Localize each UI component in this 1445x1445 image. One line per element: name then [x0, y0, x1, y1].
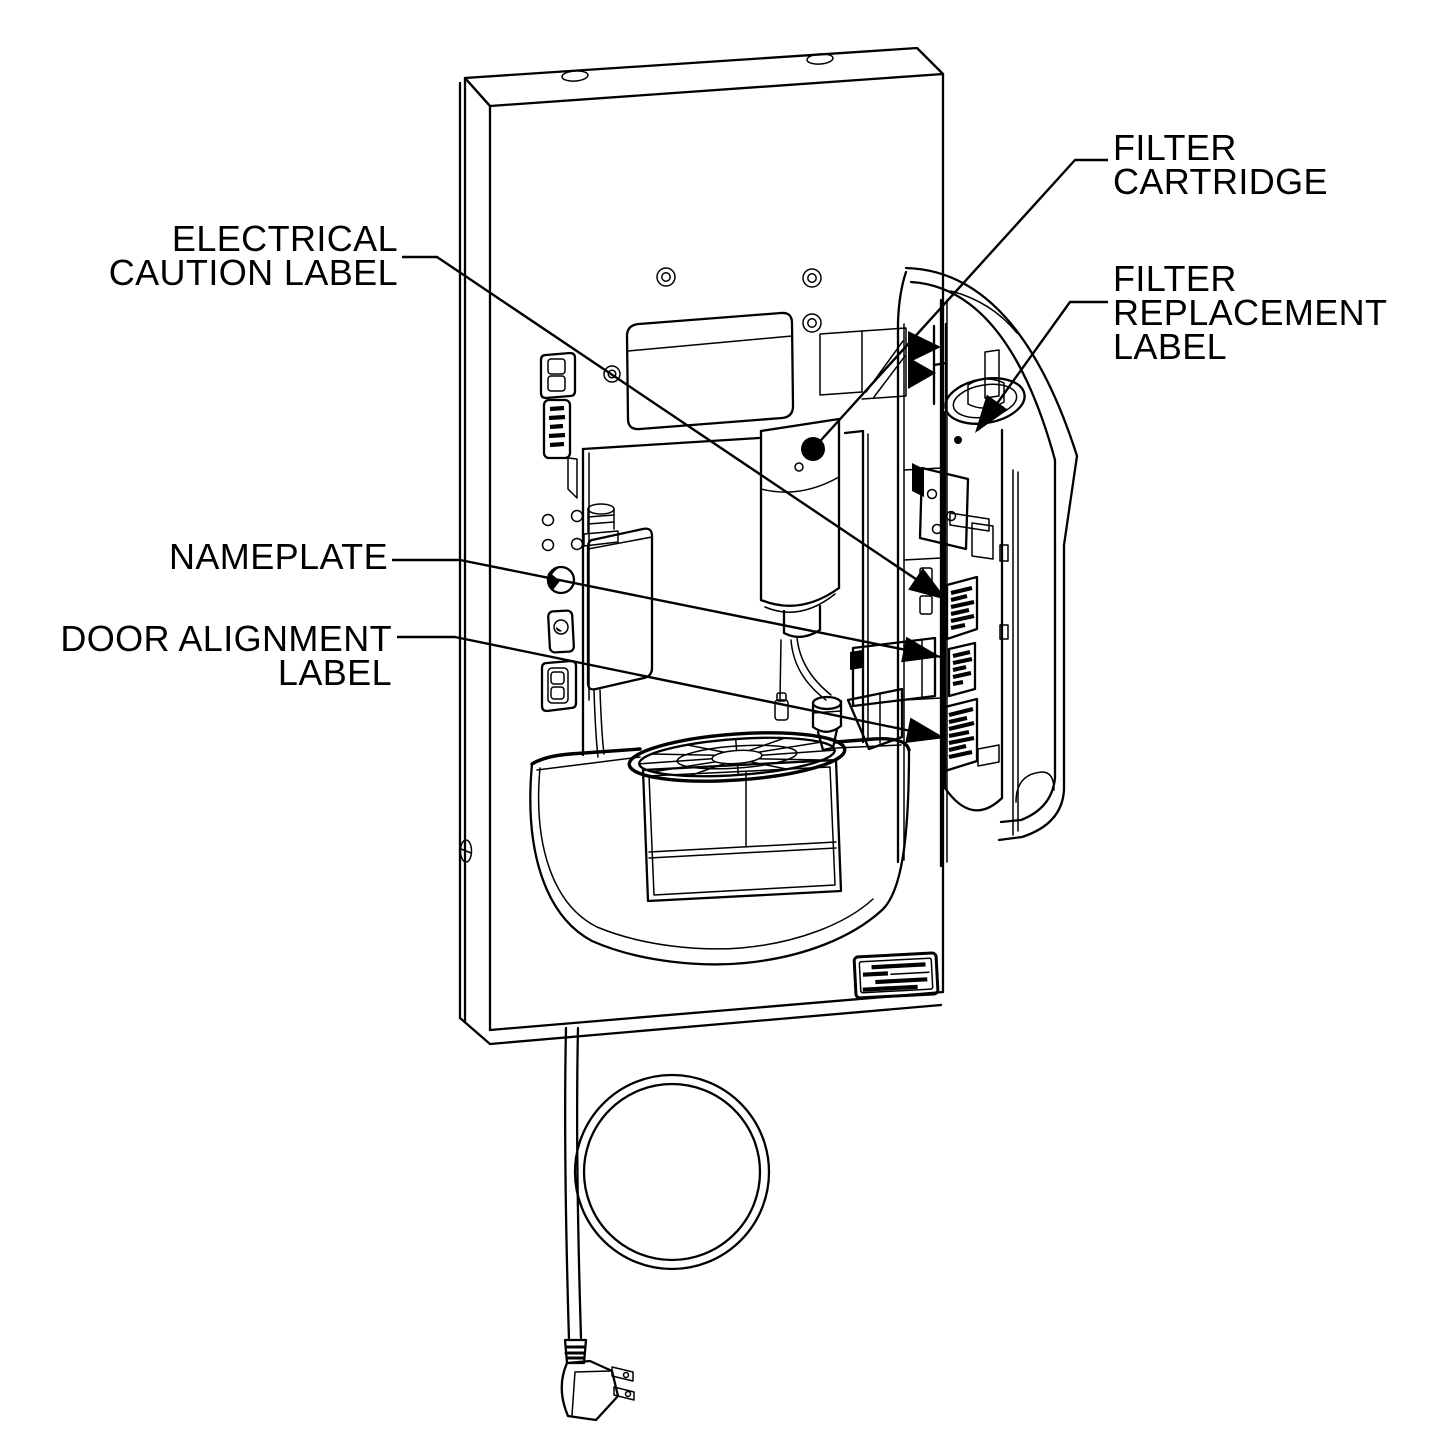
callout-line: CAUTION LABEL	[108, 252, 398, 293]
junction-box	[583, 503, 654, 758]
leader-nameplate	[392, 558, 942, 663]
tank-vent-dot	[794, 462, 804, 472]
hinge-middle	[846, 636, 937, 751]
control-column	[539, 351, 584, 713]
bolt	[656, 267, 676, 287]
callout-line: REPLACEMENT	[1113, 292, 1388, 333]
filter-cartridge	[759, 417, 841, 638]
power-plug	[560, 1359, 635, 1422]
callout-door-alignment-label: DOOR ALIGNMENT LABEL	[42, 618, 392, 693]
panel-bolts	[603, 267, 822, 383]
callout-line: FILTER	[1113, 127, 1237, 168]
door-shell	[904, 266, 1079, 842]
power-cord	[560, 1026, 771, 1422]
leader-lines	[392, 158, 1108, 743]
leader-filter-cartridge	[801, 158, 1108, 461]
callout-line: LABEL	[277, 652, 392, 693]
electrical-cover	[625, 311, 795, 431]
lower-switch	[540, 659, 578, 713]
callout-line: ELECTRICAL	[171, 218, 398, 259]
bolt	[802, 268, 822, 288]
hinge-top	[819, 322, 948, 408]
plug-prong	[611, 1366, 634, 1382]
callout-line: NAMEPLATE	[169, 536, 388, 577]
callout-line: LABEL	[1113, 326, 1228, 367]
electrical-caution-label	[945, 575, 979, 641]
leader-electrical-caution-label	[402, 255, 948, 601]
back-panel	[458, 46, 945, 1046]
side-hole	[459, 839, 473, 863]
callout-line: CARTRIDGE	[1113, 161, 1328, 202]
callout-filter-replacement-label: FILTER REPLACEMENT LABEL	[1113, 258, 1388, 367]
drain-grate	[627, 731, 847, 783]
leader-door-alignment-label	[397, 635, 946, 743]
bolt	[802, 313, 822, 333]
callout-line: DOOR ALIGNMENT	[60, 618, 392, 659]
upper-switch	[539, 351, 577, 400]
indicator	[547, 609, 575, 654]
hanging-plug	[774, 699, 789, 721]
mounting-hole	[806, 53, 834, 65]
conduit-fitting	[587, 503, 615, 515]
mounting-hole	[561, 70, 589, 82]
drip-basin	[529, 731, 911, 966]
unit-info-label	[852, 951, 940, 1000]
callout-nameplate: NAMEPLATE	[88, 536, 388, 577]
strain-relief	[563, 1338, 588, 1365]
bolt	[603, 365, 621, 383]
callout-line: FILTER	[1113, 258, 1237, 299]
callout-filter-cartridge: FILTER CARTRIDGE	[1113, 127, 1328, 202]
mounting-plate	[567, 429, 869, 757]
nameplate-label	[947, 641, 977, 698]
door-mounting-plate	[912, 463, 994, 560]
callout-electrical-caution-label: ELECTRICAL CAUTION LABEL	[60, 218, 398, 293]
leader-filter-replacement-label	[975, 300, 1108, 433]
valve-flange	[811, 695, 843, 711]
fuse-rating-label	[542, 398, 572, 460]
plug-prong	[613, 1386, 635, 1401]
door-alignment-label	[943, 697, 979, 773]
